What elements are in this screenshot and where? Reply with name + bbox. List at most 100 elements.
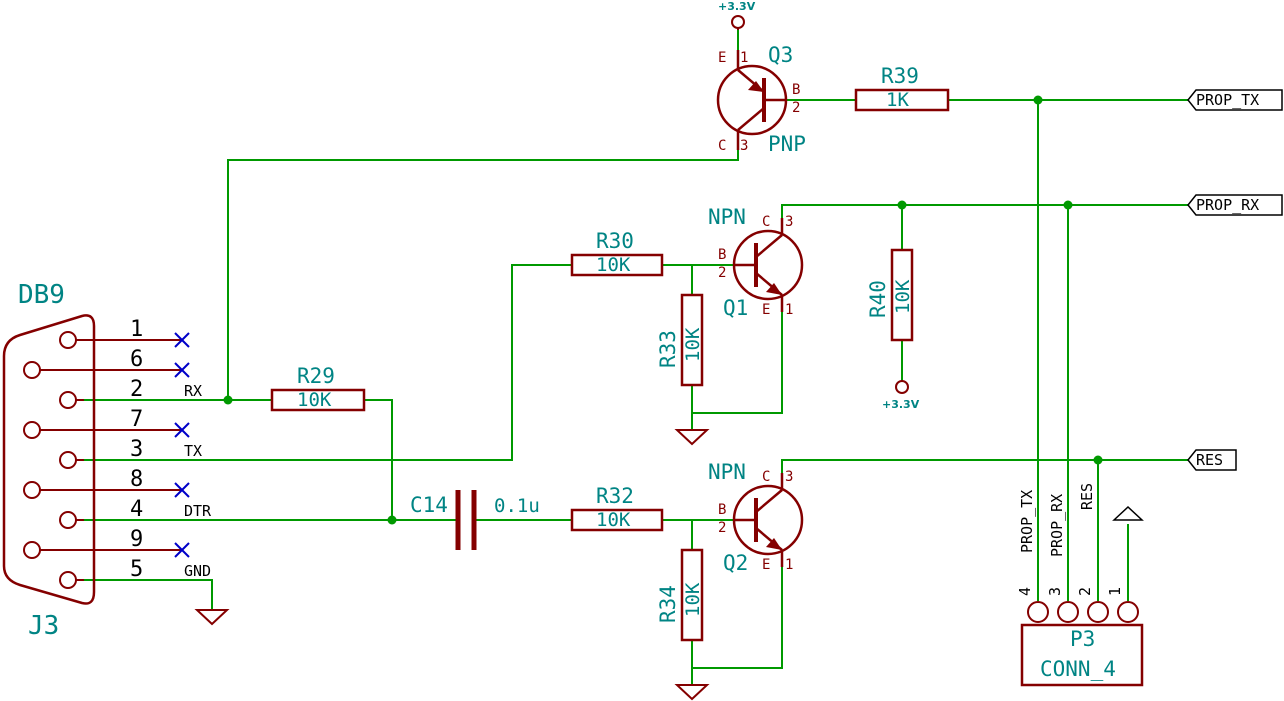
transistor-ref: Q2 bbox=[723, 551, 748, 575]
pin-number: 2 bbox=[718, 265, 726, 281]
db9-pin-circle bbox=[23, 541, 41, 559]
db9-signal-gnd: GND bbox=[184, 562, 211, 580]
transistor-ref: Q3 bbox=[768, 43, 793, 67]
power-terminal-icon bbox=[731, 15, 745, 29]
capacitor-ref: C14 bbox=[410, 493, 448, 517]
label-text: RES bbox=[1196, 451, 1223, 469]
resistor-value: 10K bbox=[682, 582, 704, 617]
connector-pin-name: RES bbox=[1078, 483, 1096, 510]
resistor-body bbox=[570, 253, 664, 277]
db9-pin-number: 1 bbox=[130, 317, 143, 342]
junction-r40 bbox=[897, 200, 907, 210]
resistor-value: 1K bbox=[886, 89, 909, 111]
connector-pin-name: PROP_TX bbox=[1018, 490, 1036, 553]
pin-name: B bbox=[718, 502, 726, 518]
label-flag bbox=[1187, 449, 1237, 471]
resistor-ref: R33 bbox=[656, 330, 680, 368]
db9-connector: 1 6 2 7 3 8 4 9 5 RX TX DTR GND DB9 J3 bbox=[2, 280, 212, 641]
power-symbol-r40: +3.3V bbox=[882, 380, 920, 411]
resistor-r39: R39 1K bbox=[854, 64, 950, 112]
transistor-q2: NPN Q2 C 3 B 2 E 1 bbox=[708, 460, 804, 575]
connector-ref: P3 bbox=[1070, 627, 1095, 651]
transistor-type: PNP bbox=[768, 132, 806, 156]
connector-pin-circle bbox=[1057, 601, 1079, 623]
pin-name: C bbox=[718, 138, 726, 154]
label-res: RES bbox=[1187, 449, 1237, 471]
emitter-arrow-icon bbox=[766, 538, 782, 550]
junction-proprx bbox=[1063, 200, 1073, 210]
resistor-r34: R34 10K bbox=[656, 548, 704, 642]
db9-signal-dtr: DTR bbox=[184, 502, 212, 520]
junctions bbox=[223, 95, 1103, 525]
no-connect-marker bbox=[174, 362, 190, 378]
db9-signal-rx: RX bbox=[184, 382, 202, 400]
db9-value-label: DB9 bbox=[18, 280, 65, 310]
pin-name: E bbox=[762, 302, 770, 318]
db9-pin-circle bbox=[23, 421, 41, 439]
power-label: +3.3V bbox=[882, 398, 920, 411]
db9-pin-number: 2 bbox=[130, 377, 143, 402]
capacitor-value: 0.1u bbox=[494, 495, 540, 517]
no-connect-marker bbox=[174, 422, 190, 438]
resistor-body bbox=[680, 548, 704, 642]
power-label: +3.3V bbox=[718, 0, 756, 13]
pin-name: C bbox=[762, 469, 770, 485]
wire-r29-dtr bbox=[363, 399, 393, 521]
no-connect-marker bbox=[174, 542, 190, 558]
resistor-value: 10K bbox=[892, 279, 914, 314]
connector-pin-number: 4 bbox=[1016, 587, 1034, 596]
db9-pin-number: 4 bbox=[130, 497, 143, 522]
db9-pin-number: 9 bbox=[130, 527, 143, 552]
transistor-collector-diag bbox=[737, 107, 765, 131]
resistor-r32: R32 10K bbox=[570, 484, 664, 532]
connector-pin-circle bbox=[1087, 601, 1109, 623]
resistor-body bbox=[570, 508, 664, 532]
power-terminal-icon bbox=[895, 380, 909, 394]
resistor-r33: R33 10K bbox=[656, 293, 704, 387]
resistor-ref: R29 bbox=[297, 364, 335, 388]
db9-pin-circle bbox=[23, 361, 41, 379]
resistor-ref: R32 bbox=[596, 484, 634, 508]
capacitor-c14: C14 0.1u bbox=[410, 490, 540, 550]
label-flag bbox=[1187, 194, 1283, 216]
transistor-collector-diag bbox=[755, 489, 783, 513]
junction-proptx bbox=[1033, 95, 1043, 105]
db9-pin-circle bbox=[59, 331, 77, 349]
wire-db9-gnd bbox=[83, 579, 213, 611]
pin-number: 1 bbox=[740, 50, 748, 66]
resistor-body bbox=[854, 88, 950, 112]
resistor-value: 10K bbox=[682, 327, 704, 362]
wire-q1e-gnd bbox=[691, 311, 783, 414]
connector-p3: 4 3 2 1 PROP_TX PROP_RX RES P3 CONN_4 bbox=[1016, 483, 1144, 687]
pin-number: 1 bbox=[785, 557, 793, 573]
resistor-body bbox=[270, 388, 366, 412]
resistor-value: 10K bbox=[596, 509, 631, 531]
db9-pin-number: 3 bbox=[130, 437, 143, 462]
junction-res bbox=[1093, 455, 1103, 465]
pin-name: B bbox=[718, 247, 726, 263]
connector-pin-name: PROP_RX bbox=[1048, 494, 1066, 557]
db9-signal-tx: TX bbox=[184, 442, 202, 460]
label-text: PROP_TX bbox=[1196, 91, 1259, 109]
db9-pin-number: 6 bbox=[130, 347, 143, 372]
db9-shell bbox=[2, 314, 96, 605]
resistor-ref: R39 bbox=[881, 64, 919, 88]
ground-icon bbox=[194, 609, 230, 626]
label-prop-rx: PROP_RX bbox=[1187, 194, 1283, 216]
pin-number: 2 bbox=[792, 100, 800, 116]
transistor-collector-diag bbox=[755, 234, 783, 258]
junction-rx bbox=[223, 395, 233, 405]
pin-number: 3 bbox=[785, 214, 793, 230]
db9-pin-circle bbox=[59, 571, 77, 589]
junction-dtr bbox=[387, 515, 397, 525]
resistor-ref: R40 bbox=[866, 280, 890, 318]
ground-icon bbox=[674, 684, 710, 701]
emitter-arrow-icon bbox=[748, 81, 764, 92]
resistor-r30: R30 10K bbox=[570, 229, 664, 277]
power-symbol-top: +3.3V bbox=[718, 0, 756, 30]
connector-body bbox=[1020, 623, 1144, 687]
pin-number: 2 bbox=[718, 520, 726, 536]
resistor-value: 10K bbox=[297, 389, 332, 411]
pin-name: B bbox=[792, 82, 800, 98]
